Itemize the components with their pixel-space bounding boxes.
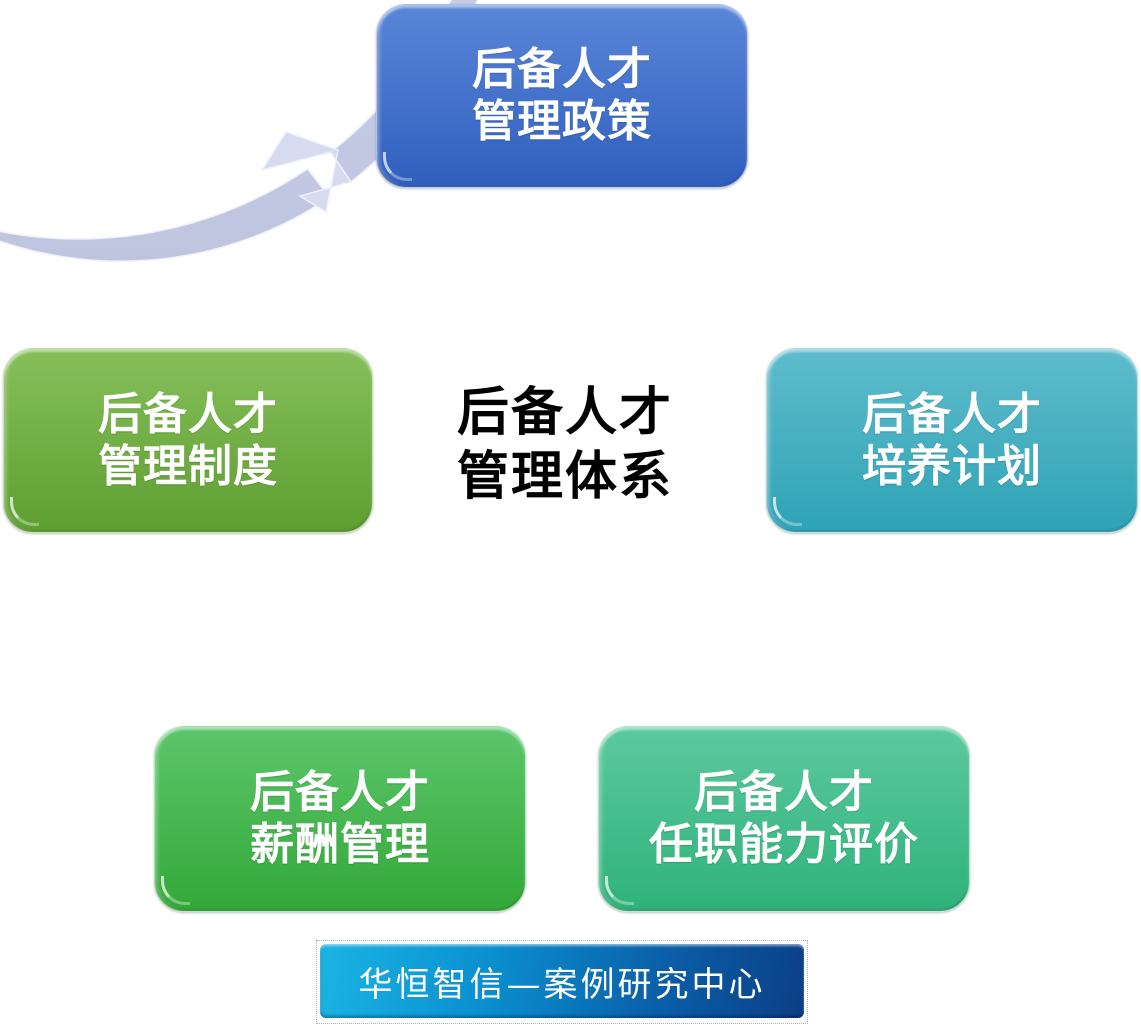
node-label-line2: 管理制度 [98, 440, 278, 492]
node-label-line2: 薪酬管理 [250, 819, 430, 870]
node-label-line2: 培养计划 [862, 440, 1042, 492]
center-title-line2: 管理体系 [456, 447, 673, 507]
node-label-line1: 后备人才 [862, 388, 1042, 440]
node-label-line2: 管理政策 [472, 96, 652, 147]
footer-badge: 华恒智信—案例研究中心 [320, 944, 804, 1018]
node-label-line1: 后备人才 [694, 767, 874, 818]
node-label-line2: 任职能力评价 [649, 819, 919, 870]
center-title: 后备人才 管理体系 [420, 370, 710, 520]
node-competency-evaluation: 后备人才 任职能力评价 [598, 726, 970, 912]
footer-label: 华恒智信—案例研究中心 [358, 964, 766, 1005]
footer-frame [316, 940, 808, 1024]
node-label-line1: 后备人才 [472, 44, 652, 95]
cycle-arrowhead-icon [260, 131, 353, 214]
node-management-system: 后备人才 管理制度 [3, 348, 373, 533]
node-label-line1: 后备人才 [98, 388, 278, 440]
node-management-policy: 后备人才 管理政策 [376, 4, 748, 188]
node-label-line1: 后备人才 [250, 767, 430, 818]
node-compensation-management: 后备人才 薪酬管理 [154, 726, 526, 912]
node-training-plan: 后备人才 培养计划 [766, 348, 1138, 533]
center-title-line1: 后备人才 [456, 383, 673, 443]
